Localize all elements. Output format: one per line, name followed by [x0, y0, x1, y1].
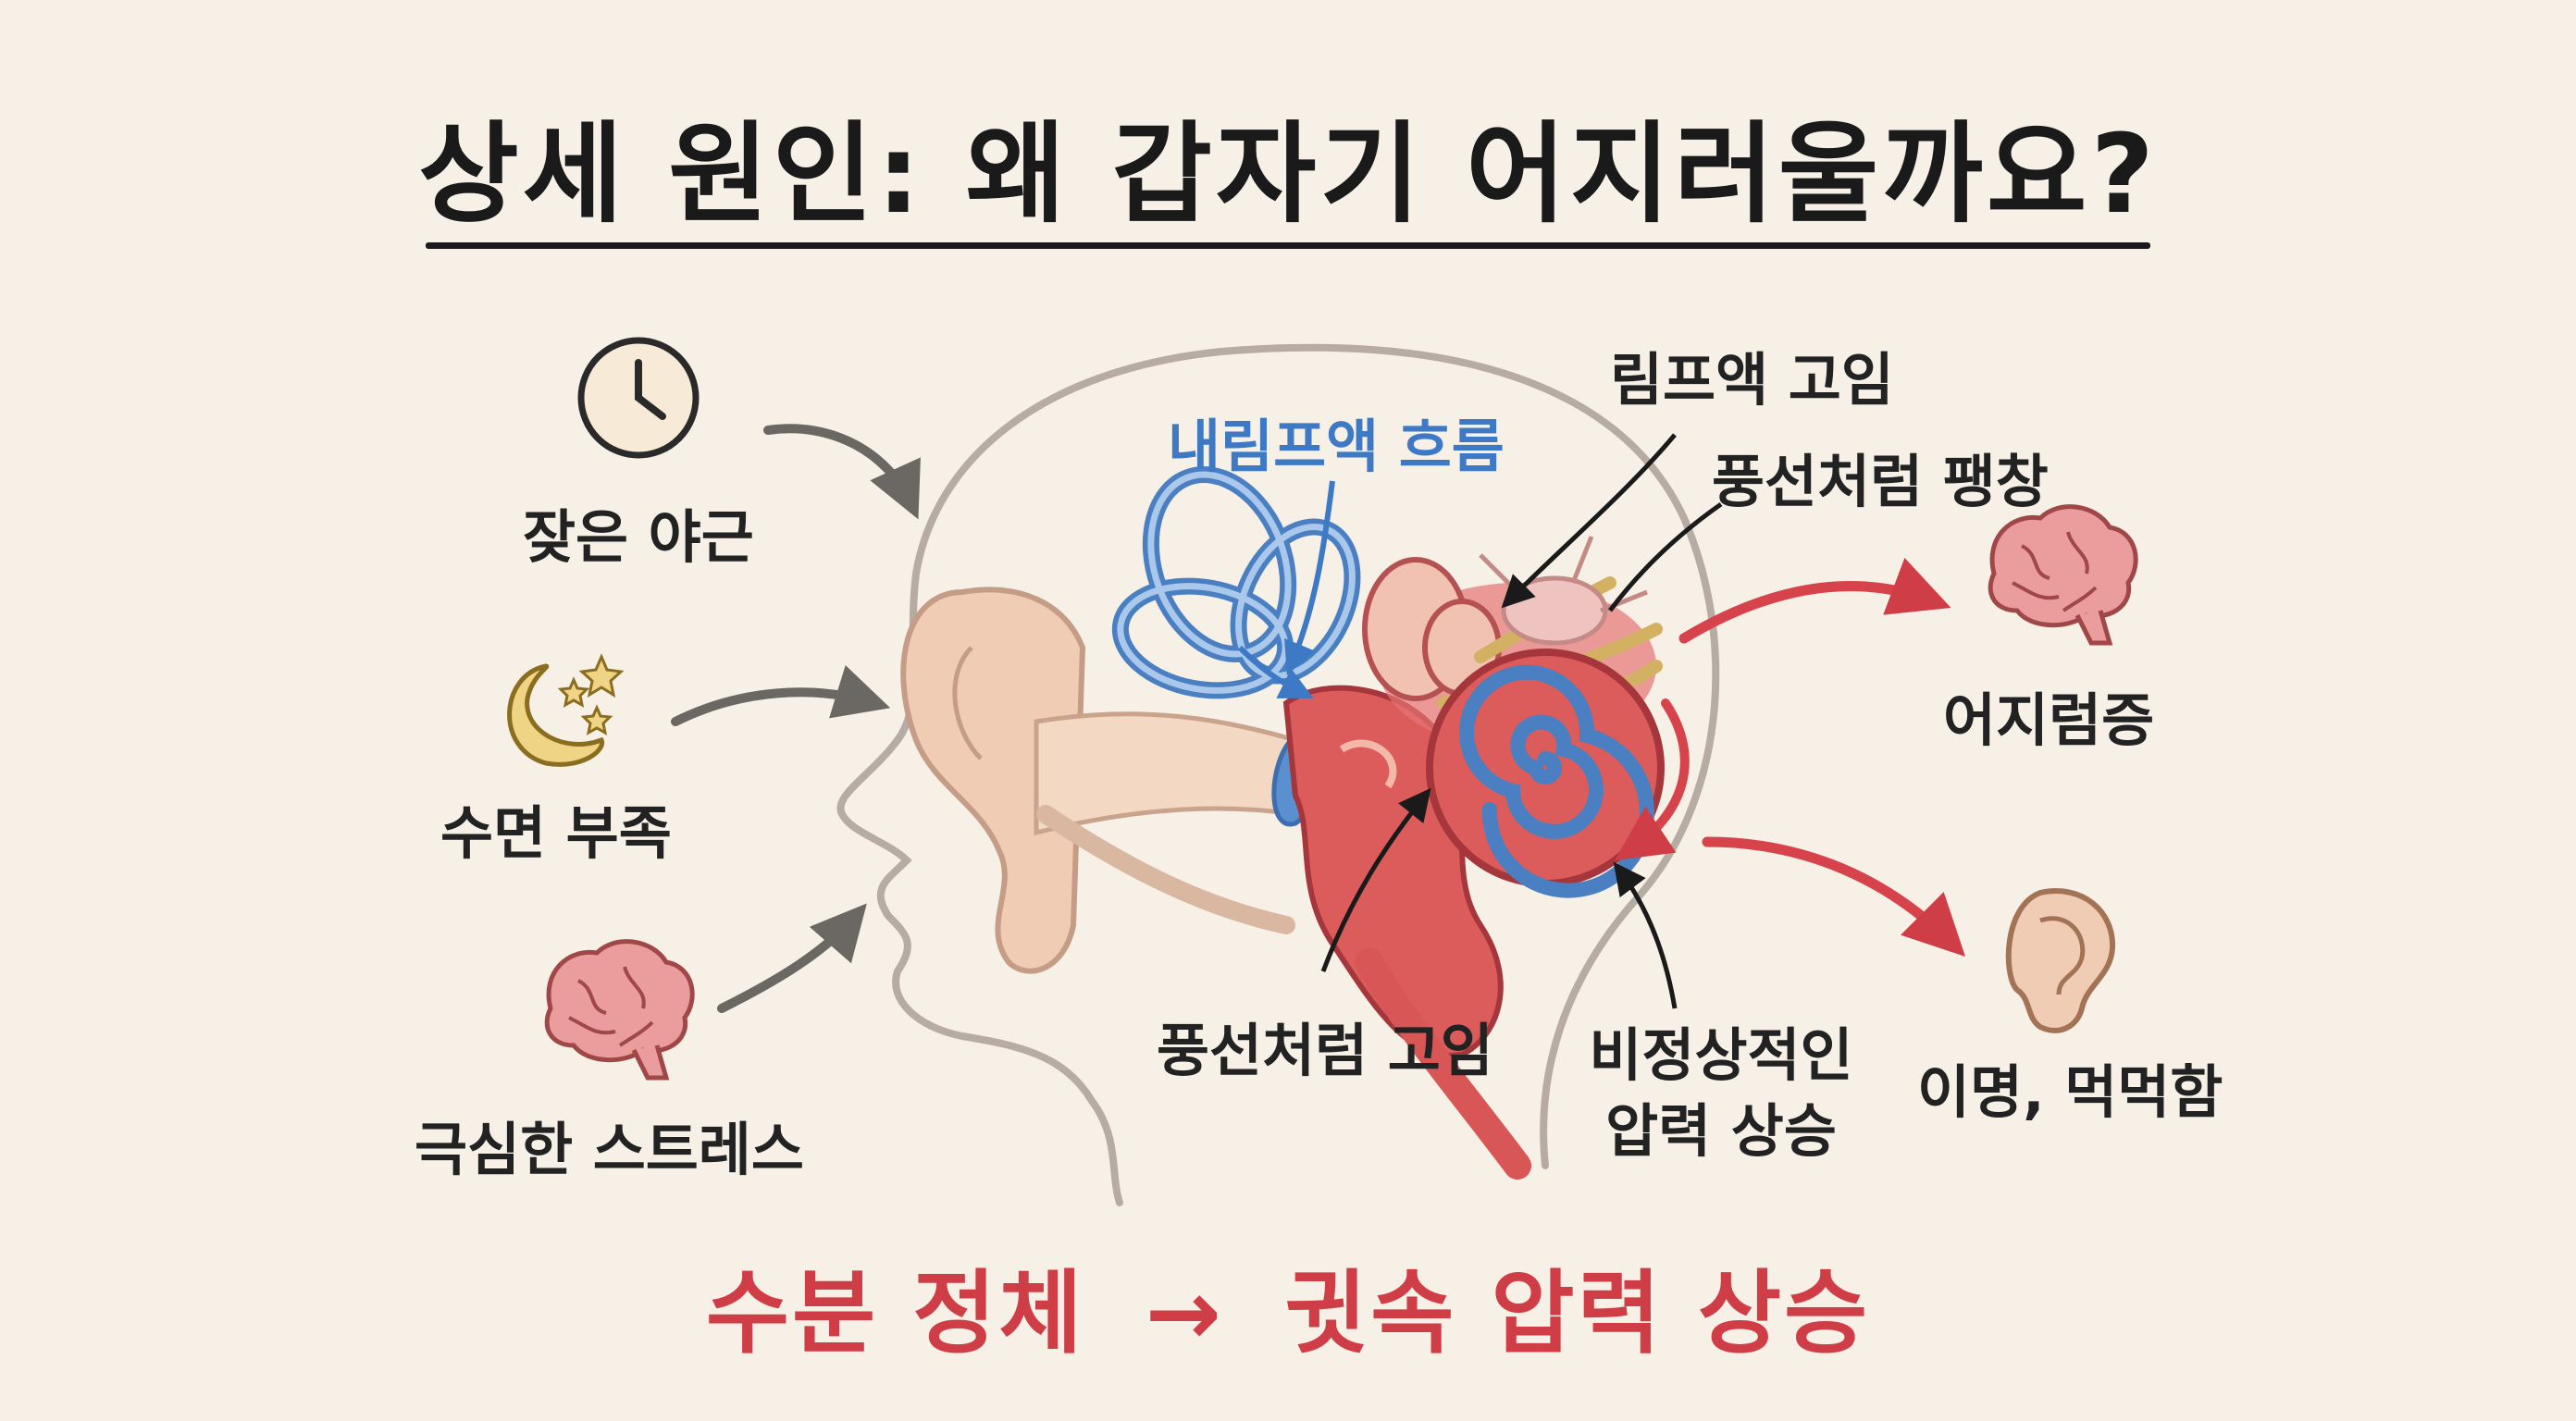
- cause-arrow-2: [671, 664, 891, 726]
- brain-icon: [544, 939, 695, 1081]
- balloon-pooling-label: 풍선처럼 고임: [1157, 1017, 1493, 1084]
- cause-label-sleep: 수면 부족: [440, 799, 672, 867]
- summary-arrow: →: [1145, 1261, 1224, 1366]
- title-underline: [426, 242, 2150, 249]
- pressure-arrow: [1615, 698, 1690, 860]
- cause-label-overtime: 잦은 야근: [523, 503, 754, 571]
- cause-label-stress: 극심한 스트레스: [415, 1116, 804, 1183]
- ear-icon: [2005, 888, 2116, 1033]
- balloon-swelling-label: 풍선처럼 팽창: [1712, 448, 2049, 515]
- lymph-leader: [1501, 433, 1677, 609]
- pressure-label-line1: 비정상적인: [1589, 1021, 1853, 1089]
- pressure-leader: [1613, 861, 1678, 1009]
- pressure-label: 비정상적인 압력 상승: [1554, 1018, 1888, 1169]
- ear-canal: [1034, 711, 1298, 836]
- lymph-balloons: [1362, 557, 1502, 701]
- outer-ear: [900, 587, 1086, 974]
- symptom-arrow-2: [1702, 836, 1966, 957]
- pressure-label-line2: 압력 상승: [1605, 1097, 1837, 1165]
- endolymph-flow-label: 내림프액 흐름: [1168, 413, 1505, 480]
- cause-arrow-3: [717, 903, 867, 1013]
- brain-icon: [1988, 504, 2138, 646]
- summary-cause: 수분 정체: [705, 1261, 1085, 1366]
- symptom-arrow-1: [1678, 557, 1951, 644]
- cause-arrow-1: [763, 424, 921, 520]
- page-title: 상세 원인: 왜 갑자기 어지러울까요?: [418, 110, 2158, 238]
- bottom-summary: 수분 정체 → 귓속 압력 상승: [0, 1240, 2576, 1371]
- summary-effect: 귓속 압력 상승: [1283, 1261, 1871, 1366]
- balloon-leader: [1608, 501, 1723, 612]
- symptom-label-tinnitus: 이명, 먹먹함: [1917, 1058, 2223, 1126]
- pool-leader: [1320, 787, 1431, 972]
- clock-icon: [577, 337, 700, 459]
- moon-stars-icon: [507, 653, 625, 767]
- endolymph-flow-arrow: [1284, 480, 1335, 675]
- symptom-label-dizziness: 어지럼증: [1943, 686, 2155, 754]
- lymph-accumulation-label: 림프액 고임: [1610, 346, 1894, 414]
